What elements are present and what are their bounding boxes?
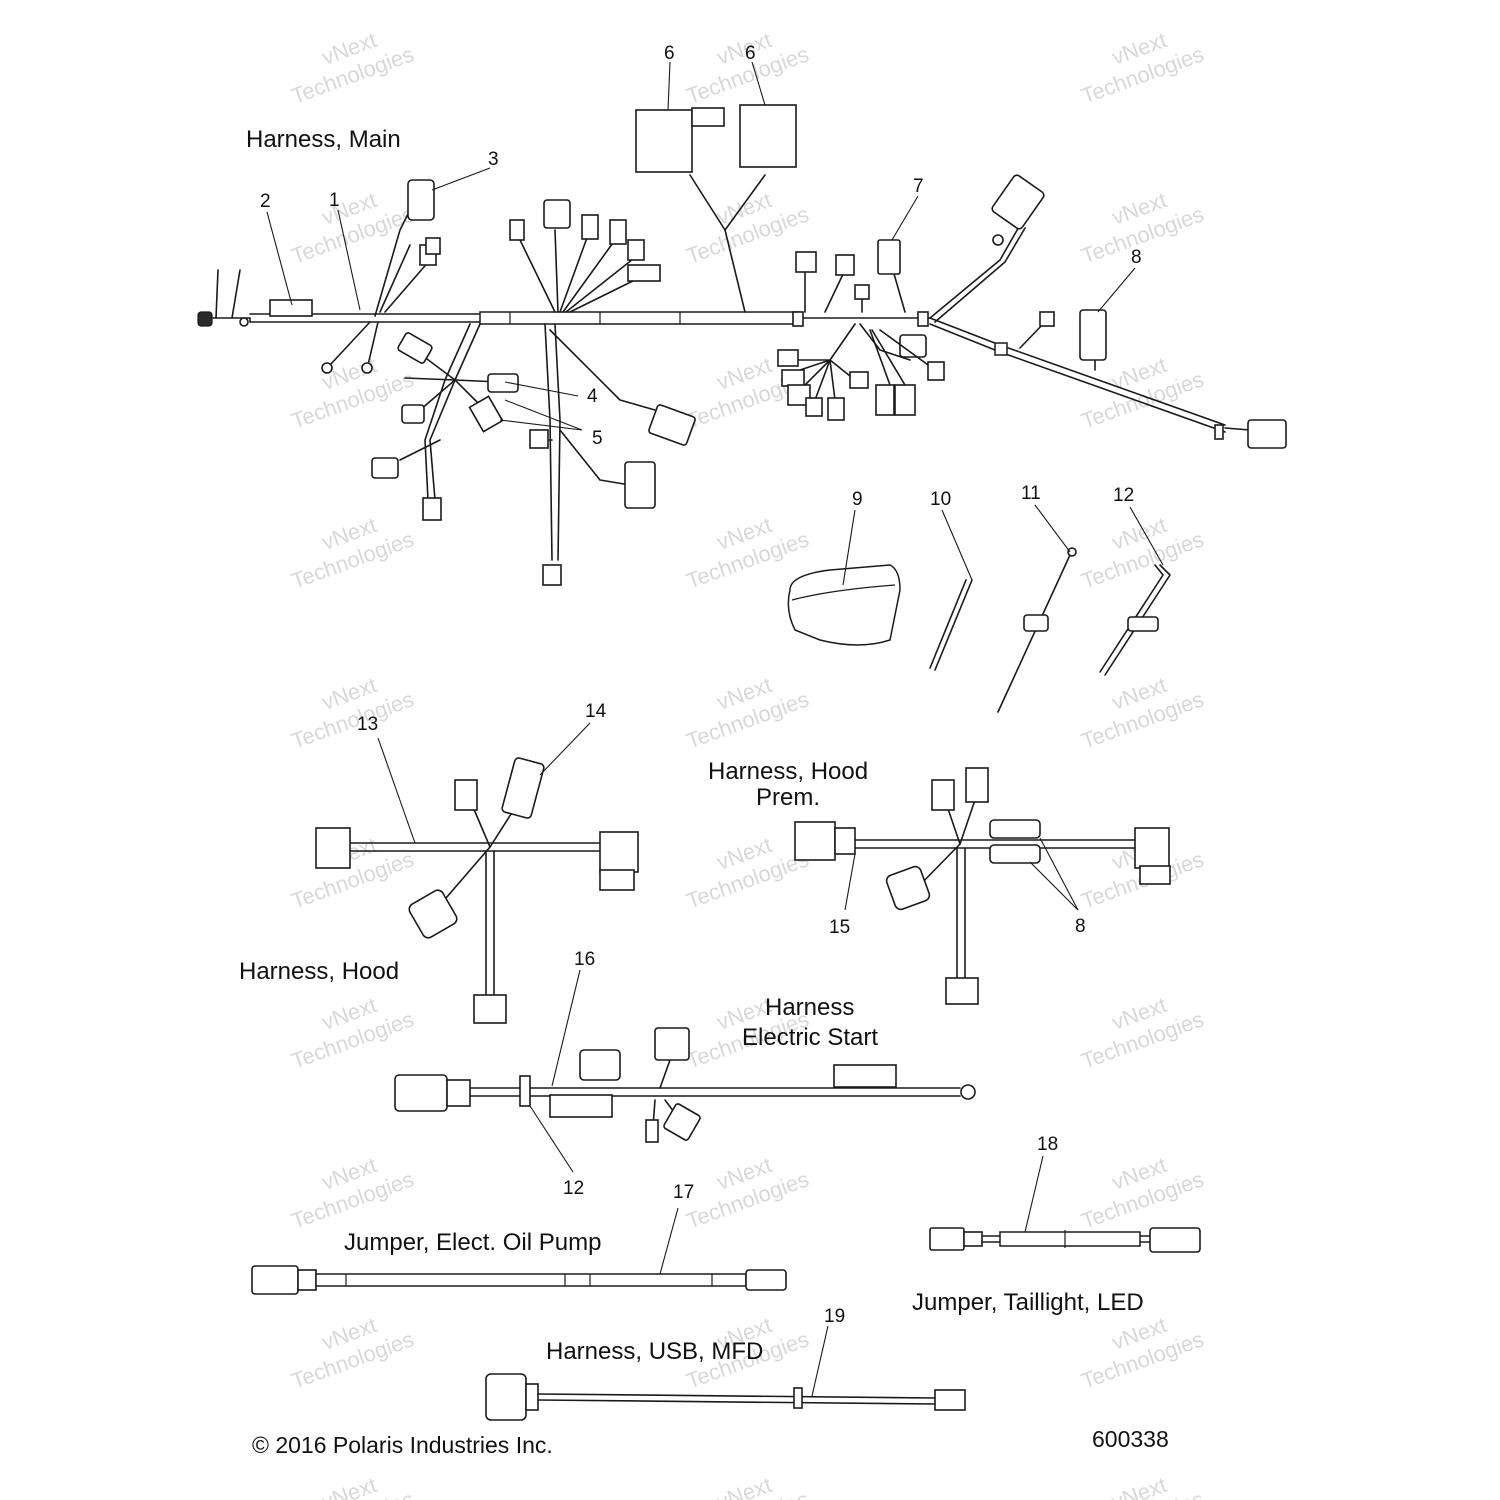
labels: Harness, Main Harness, Hood Prem. Harnes… (239, 43, 1169, 1458)
callout-18: 18 (1037, 1134, 1058, 1155)
watermark-line1: vNext (713, 1472, 774, 1500)
jumper-taillight (929, 1227, 1201, 1253)
harness-main (197, 104, 1287, 586)
title-harness-elec-start-line2: Electric Start (742, 1024, 878, 1051)
title-harness-hood-prem-line1: Harness, Hood (708, 758, 868, 785)
callout-12a: 12 (1113, 485, 1134, 506)
callout-4: 4 (587, 386, 598, 407)
leader-lines (266, 61, 1164, 1397)
copyright-text: © 2016 Polaris Industries Inc. (252, 1432, 553, 1458)
cable-ties-10-11-12 (929, 547, 1171, 713)
callout-3: 3 (488, 149, 499, 170)
callout-15: 15 (829, 917, 850, 938)
title-harness-hood: Harness, Hood (239, 958, 399, 985)
harness-electric-start (394, 1027, 976, 1143)
callout-6a: 6 (664, 43, 675, 64)
callout-13: 13 (357, 714, 378, 735)
watermark-line1: vNext (318, 1472, 379, 1500)
title-harness-usb: Harness, USB, MFD (546, 1338, 763, 1365)
harness-hood (315, 757, 639, 1024)
callout-8a: 8 (1131, 247, 1142, 268)
title-jumper-taillight: Jumper, Taillight, LED (912, 1289, 1144, 1316)
callout-6b: 6 (745, 43, 756, 64)
watermark-line1: vNext (1108, 1472, 1169, 1500)
figure-number: 600338 (1092, 1426, 1169, 1452)
title-jumper-oil-pump: Jumper, Elect. Oil Pump (344, 1229, 601, 1256)
callout-1: 1 (329, 190, 340, 211)
jumper-oil-pump (251, 1265, 787, 1295)
callout-11: 11 (1021, 483, 1041, 504)
harness-usb (485, 1373, 966, 1421)
callout-17: 17 (673, 1182, 694, 1203)
title-harness-main: Harness, Main (246, 126, 401, 153)
callout-7: 7 (913, 176, 924, 197)
callout-16: 16 (574, 949, 595, 970)
sleeve-item-9 (787, 564, 901, 646)
callout-19: 19 (824, 1306, 845, 1327)
title-harness-hood-prem-line2: Prem. (756, 784, 820, 811)
callout-10: 10 (930, 489, 951, 510)
callout-8b: 8 (1075, 916, 1086, 937)
callout-9: 9 (852, 489, 863, 510)
callout-5: 5 (592, 428, 603, 449)
title-harness-elec-start-line1: Harness (765, 994, 854, 1021)
callout-2: 2 (260, 191, 271, 212)
callout-14: 14 (585, 701, 607, 722)
callout-12b: 12 (563, 1178, 584, 1199)
harness-hood-prem (794, 767, 1171, 1005)
